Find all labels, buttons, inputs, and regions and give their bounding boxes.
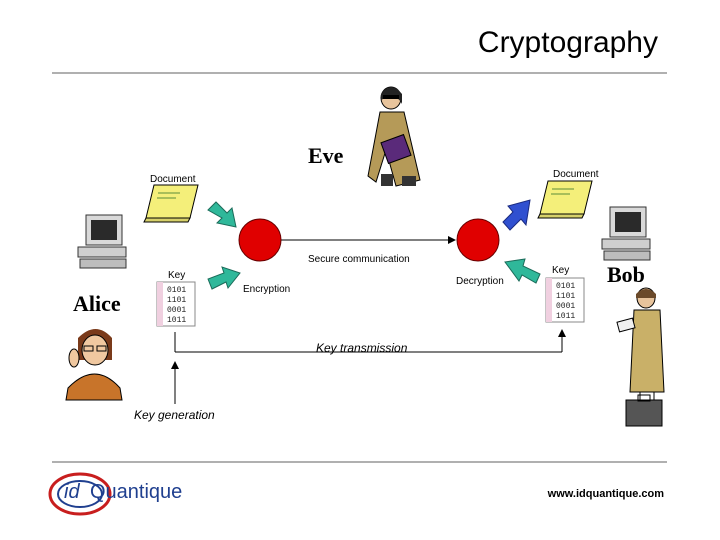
document-right-icon bbox=[537, 180, 593, 219]
bob-label: Bob bbox=[607, 262, 645, 287]
document-left-label: Document bbox=[150, 174, 196, 185]
secure-communication-label: Secure communication bbox=[308, 254, 410, 265]
key-card-left-icon bbox=[156, 281, 196, 327]
footer-divider bbox=[52, 461, 667, 463]
eve-label: Eve bbox=[308, 143, 344, 168]
logo-id-text: id bbox=[64, 481, 80, 503]
page-title: Cryptography bbox=[477, 26, 658, 59]
key-generation-label: Key generation bbox=[134, 408, 215, 422]
website-url: www.idquantique.com bbox=[547, 488, 664, 500]
key-card-right-icon bbox=[545, 277, 585, 323]
key-bit-row: 1011 bbox=[167, 316, 187, 325]
document-left-icon bbox=[143, 184, 199, 223]
key-bit-row: 0101 bbox=[167, 286, 187, 295]
alice-label: Alice bbox=[73, 291, 121, 316]
key-left-label: Key bbox=[168, 270, 186, 281]
alice-figure bbox=[65, 329, 123, 401]
bob-figure bbox=[616, 287, 665, 427]
computer-right-icon bbox=[601, 206, 651, 261]
decryption-to-document-arrow bbox=[502, 199, 531, 231]
logo-name-text: Quantique bbox=[90, 481, 183, 503]
eve-figure bbox=[367, 86, 421, 187]
decryption-node bbox=[456, 218, 500, 262]
idquantique-logo-mark bbox=[48, 472, 112, 516]
key-bit-row: 0001 bbox=[167, 306, 187, 315]
key-right-label: Key bbox=[552, 265, 570, 276]
title-divider bbox=[52, 72, 667, 74]
key-to-encryption-arrow bbox=[207, 266, 241, 290]
key-to-decryption-arrow bbox=[504, 258, 541, 284]
key-bit-row: 1101 bbox=[556, 292, 576, 301]
encryption-label: Encryption bbox=[243, 284, 291, 295]
computer-left-icon bbox=[77, 214, 127, 269]
key-bit-row: 1011 bbox=[556, 312, 576, 321]
document-to-encryption-arrow bbox=[207, 201, 237, 228]
key-bit-row: 1101 bbox=[167, 296, 187, 305]
key-bit-row: 0001 bbox=[556, 302, 576, 311]
encryption-node bbox=[238, 218, 282, 262]
key-bit-row: 0101 bbox=[556, 282, 576, 291]
key-transmission-label: Key transmission bbox=[316, 341, 408, 355]
key-bits-right: 0101 1101 0001 1011 bbox=[556, 282, 575, 322]
key-bits-left: 0101 1101 0001 1011 bbox=[167, 286, 186, 326]
decryption-label: Decryption bbox=[456, 276, 504, 287]
document-right-label: Document bbox=[553, 169, 599, 180]
